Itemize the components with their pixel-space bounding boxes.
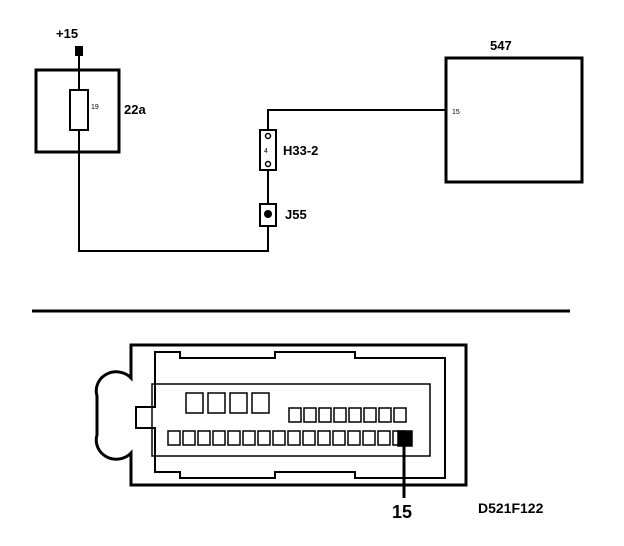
small-pin-cavity xyxy=(347,430,361,446)
large-pin-cavity xyxy=(185,392,204,414)
small-pin-cavity xyxy=(303,407,317,423)
small-pin-cavity xyxy=(182,430,196,446)
drawing-code: D521F122 xyxy=(478,500,544,516)
small-pin-cavity xyxy=(242,430,256,446)
small-pin-cavity xyxy=(318,407,332,423)
fuse-to-ground-wire xyxy=(78,130,269,252)
small-pin-cavity xyxy=(317,430,331,446)
small-pin-cavity xyxy=(332,430,346,446)
connector-pin: 4 xyxy=(264,148,268,155)
fuse-box-label: 22a xyxy=(124,102,146,117)
supply-label: +15 xyxy=(56,26,78,41)
fuse-number: 19 xyxy=(91,104,99,111)
large-pin-cavity xyxy=(207,392,226,414)
ground-label: J55 xyxy=(285,207,307,222)
small-pin-cavity xyxy=(288,407,302,423)
pin-cavity-area xyxy=(151,383,431,457)
small-pin-cavity xyxy=(302,430,316,446)
small-pin-cavity xyxy=(287,430,301,446)
ground-j55-dot xyxy=(264,210,272,218)
connector-inner-frame xyxy=(135,351,446,479)
connector-pins xyxy=(167,392,413,447)
pin-15-cavity xyxy=(397,430,413,447)
small-pin-cavity xyxy=(257,430,271,446)
small-pin-cavity xyxy=(212,430,226,446)
small-pin-cavity xyxy=(393,407,407,423)
small-pin-cavity xyxy=(227,430,241,446)
small-pin-cavity xyxy=(348,407,362,423)
pin-callout: 15 xyxy=(392,502,412,522)
connector-housing xyxy=(94,343,468,487)
ecu-label: 547 xyxy=(490,38,512,53)
small-pin-cavity xyxy=(363,407,377,423)
small-pin-cavity xyxy=(378,407,392,423)
large-pin-cavity xyxy=(251,392,270,414)
connector-label: H33-2 xyxy=(283,143,318,158)
connector-pin-bottom xyxy=(264,160,272,168)
small-pin-cavity xyxy=(377,430,391,446)
ecu-pin: 15 xyxy=(452,109,460,116)
large-pin-cavity xyxy=(229,392,248,414)
supply-terminal xyxy=(75,46,83,56)
small-pin-cavity xyxy=(362,430,376,446)
fuse-box xyxy=(34,68,121,154)
fuse-19 xyxy=(69,89,89,131)
ecu-547 xyxy=(444,56,584,184)
small-pin-cavity xyxy=(197,430,211,446)
connector-pin-top xyxy=(264,132,272,140)
small-pin-cavity xyxy=(167,430,181,446)
small-pin-cavity xyxy=(272,430,286,446)
small-pin-cavity xyxy=(333,407,347,423)
connector-to-ecu-wire xyxy=(267,109,446,130)
